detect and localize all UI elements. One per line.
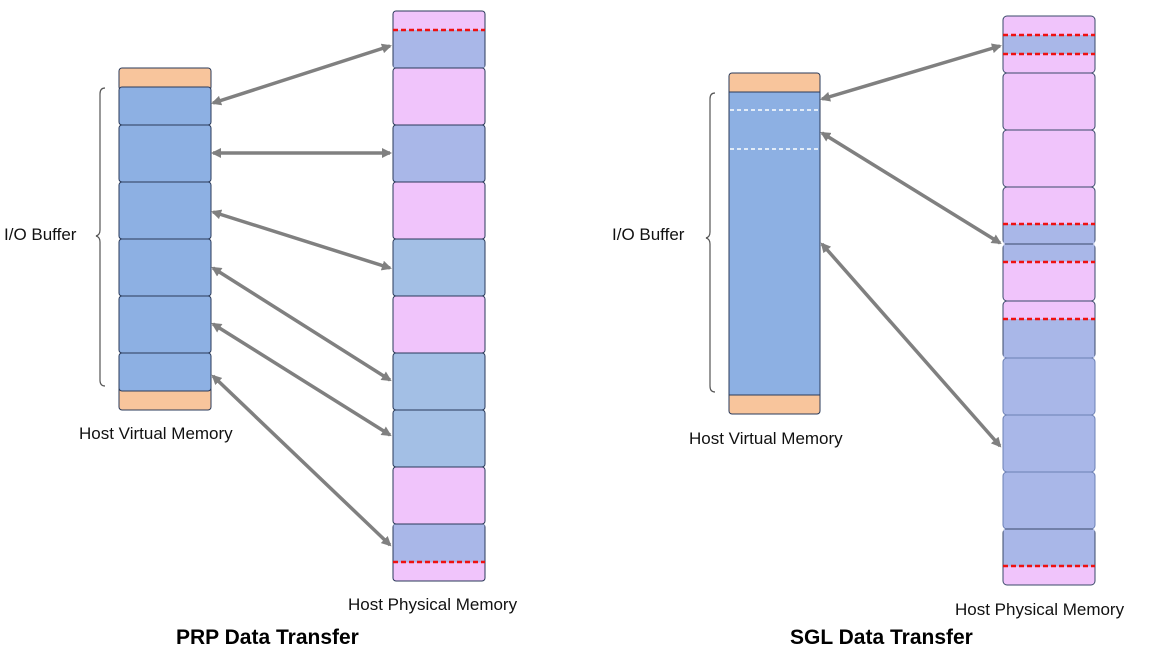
- sgl-virtual-memory: [728, 72, 821, 415]
- physical-page-used-portion: [393, 524, 485, 563]
- sgl-virtual-memory-label: Host Virtual Memory: [689, 429, 843, 448]
- prp-virtual-memory: [118, 67, 212, 411]
- mapping-arrow: [211, 266, 392, 382]
- virtual-page: [118, 124, 212, 183]
- physical-page-used: [392, 352, 486, 411]
- mapping-arrow: [820, 242, 1002, 448]
- physical-page-free: [1002, 72, 1096, 131]
- virtual-page: [118, 295, 212, 354]
- prp-io-buffer-label: I/O Buffer: [4, 225, 77, 244]
- virtual-buffer: [728, 91, 821, 396]
- prp-title: PRP Data Transfer: [176, 626, 359, 649]
- mapping-arrow: [820, 131, 1002, 245]
- physical-page-free: [392, 67, 486, 126]
- sgl-io-buffer-label: I/O Buffer: [612, 225, 685, 244]
- physical-page-free: [392, 181, 486, 240]
- physical-page-free: [392, 466, 486, 525]
- io-buffer-brace: [705, 92, 716, 393]
- virtual-page: [118, 352, 212, 392]
- prp-physical-memory: [392, 10, 486, 582]
- physical-page-used: [1002, 414, 1096, 473]
- sgl-mapping-arrows: [820, 43, 1002, 448]
- virtual-page: [118, 181, 212, 240]
- mapping-arrow: [211, 43, 392, 106]
- mapping-arrow: [211, 209, 392, 271]
- physical-page-used: [1002, 471, 1096, 530]
- physical-page-used: [392, 238, 486, 297]
- prp-diagram: [95, 10, 486, 582]
- physical-page-used: [1002, 357, 1096, 416]
- prp-physical-memory-label: Host Physical Memory: [348, 595, 518, 614]
- physical-page-used-portion: [1003, 319, 1095, 358]
- physical-page-used-portion: [393, 30, 485, 68]
- physical-page-used-portion: [1003, 244, 1095, 262]
- physical-page-used-portion: [1003, 35, 1095, 54]
- sgl-physical-memory-label: Host Physical Memory: [955, 600, 1125, 619]
- physical-page-free: [392, 295, 486, 354]
- sgl-physical-memory: [1002, 15, 1096, 586]
- io-buffer-brace: [95, 87, 106, 387]
- physical-page-used: [392, 124, 486, 183]
- virtual-page: [118, 86, 212, 126]
- physical-page-used-portion: [1003, 529, 1095, 567]
- mapping-arrow: [820, 43, 1002, 102]
- physical-page-used-portion: [1003, 224, 1095, 244]
- mapping-arrow: [211, 374, 392, 547]
- virtual-page: [118, 238, 212, 297]
- prp-virtual-memory-label: Host Virtual Memory: [79, 424, 233, 443]
- prp-mapping-arrows: [211, 43, 392, 547]
- mapping-arrow: [211, 322, 392, 437]
- sgl-diagram: [705, 15, 1096, 586]
- physical-page-used: [392, 409, 486, 468]
- physical-page-free: [1002, 129, 1096, 188]
- sgl-title: SGL Data Transfer: [790, 626, 973, 649]
